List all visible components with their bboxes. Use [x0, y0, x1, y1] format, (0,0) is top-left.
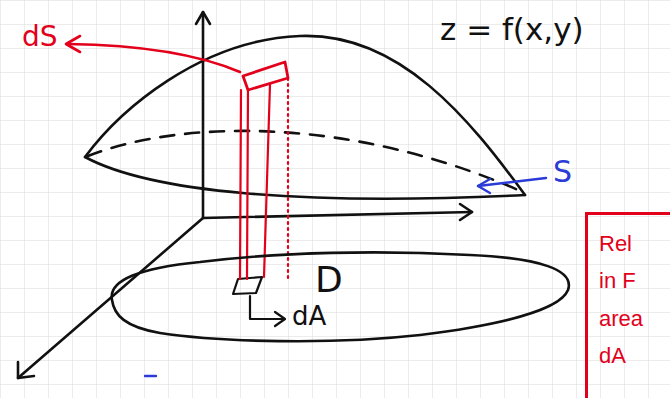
surface-front-edge	[85, 157, 525, 199]
note-box: Rel in F area dA	[585, 212, 670, 398]
column-edge	[287, 78, 289, 279]
region-outline	[112, 252, 569, 341]
surface-dome	[85, 36, 525, 195]
node-text: Rel in F area dA	[599, 225, 653, 375]
surface-back-edge	[88, 131, 525, 193]
column-edge	[247, 89, 248, 279]
axis-arrowhead	[196, 12, 210, 24]
surface-element-label: dS	[22, 22, 58, 53]
axis-arrowhead	[18, 362, 34, 378]
leader-line	[68, 44, 240, 72]
y-axis	[203, 212, 472, 218]
leader-arrowhead	[275, 312, 285, 326]
leader-arrowhead	[66, 36, 80, 52]
column-edge	[264, 84, 270, 277]
surface-equation: z = f(x,y)	[440, 12, 584, 46]
stray-mark	[145, 375, 156, 377]
z-axis	[202, 12, 205, 218]
surface-label: S	[553, 155, 572, 188]
leader-arrowhead	[478, 179, 490, 193]
region-outline: D	[100, 240, 580, 350]
axis-arrowhead	[460, 204, 472, 220]
column-edge	[240, 90, 241, 279]
node-text: D	[315, 260, 343, 300]
surface-patch	[243, 62, 288, 90]
area-element-label: dA	[292, 302, 326, 331]
